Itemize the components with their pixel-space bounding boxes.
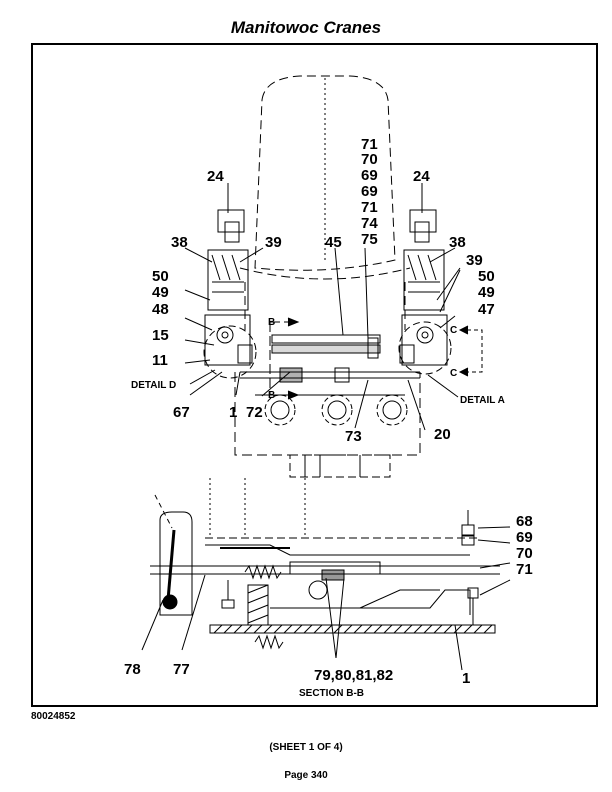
center-slide-rails	[240, 334, 420, 383]
view-label-c-top: C	[450, 325, 457, 336]
callouts-top: 71 70 69 69 71 74 75 24 24 38 39 45 38 3…	[131, 136, 505, 445]
sheet-indicator: (SHEET 1 OF 4)	[269, 742, 343, 753]
detail-a-circle	[398, 321, 452, 375]
leader-lines-top	[184, 183, 461, 431]
callout-stack-0: 71	[361, 136, 378, 153]
callout-24-left: 24	[207, 168, 224, 185]
callout-77: 77	[173, 661, 190, 678]
callout-49-right: 49	[478, 284, 495, 301]
callout-15-left: 15	[152, 327, 169, 344]
page-number: Page 340	[284, 770, 328, 781]
callout-39-right: 39	[466, 252, 483, 269]
callout-78: 78	[124, 661, 141, 678]
callout-1-top: 1	[229, 404, 237, 421]
detail-d-circle	[203, 325, 257, 379]
right-armrest	[399, 209, 448, 366]
drawing-frame	[31, 43, 598, 707]
detail-a-label: DETAIL A	[460, 395, 505, 406]
callout-67: 67	[173, 404, 190, 421]
section-line-b	[269, 321, 298, 396]
callout-45: 45	[325, 234, 342, 251]
callout-20: 20	[434, 426, 451, 443]
callout-stack-4: 71	[361, 199, 378, 216]
callout-24-right: 24	[413, 168, 430, 185]
callout-b-stack-0: 68	[516, 513, 533, 530]
callout-47-right: 47	[478, 301, 495, 318]
detail-d-label: DETAIL D	[131, 380, 176, 391]
callout-b-stack-2: 70	[516, 545, 533, 562]
leader-lines-bottom	[141, 526, 511, 671]
callout-79-82: 79,80,81,82	[314, 667, 393, 684]
callout-stack-5: 74	[361, 215, 378, 232]
callout-b-stack-3: 71	[516, 561, 533, 578]
callouts-bottom: 68 69 70 71 78 77 79,80,81,82 1 SECTION …	[124, 513, 533, 699]
callout-stack-2: 69	[361, 167, 378, 184]
left-armrest	[204, 209, 253, 366]
callout-38-left: 38	[171, 234, 188, 251]
view-label-b-top: B	[268, 317, 275, 328]
callout-stack-6: 75	[361, 231, 378, 248]
callout-1-bottom: 1	[462, 670, 470, 687]
seat-base	[234, 372, 421, 478]
drawing-number: 80024852	[31, 711, 76, 722]
callout-stack-3: 69	[361, 183, 378, 200]
callout-38-right: 38	[449, 234, 466, 251]
section-b-b-view	[150, 478, 500, 650]
callout-11-left: 11	[152, 352, 168, 369]
view-line-c	[460, 329, 483, 373]
callout-b-stack-1: 69	[516, 529, 533, 546]
callout-39-left: 39	[265, 234, 282, 251]
callout-50-right: 50	[478, 268, 495, 285]
callout-72: 72	[246, 404, 263, 421]
callout-stack-1: 70	[361, 151, 378, 168]
callout-48-left: 48	[152, 301, 169, 318]
seat-cushion-outline	[239, 267, 411, 280]
view-label-b-bottom: B	[268, 390, 275, 401]
seat-back-outline	[254, 75, 396, 271]
page-title: Manitowoc Cranes	[230, 18, 382, 37]
callout-73: 73	[345, 428, 362, 445]
callout-50-left: 50	[152, 268, 169, 285]
section-label: SECTION B-B	[299, 688, 364, 699]
view-label-c-bottom: C	[450, 368, 457, 379]
callout-49-left: 49	[152, 284, 169, 301]
